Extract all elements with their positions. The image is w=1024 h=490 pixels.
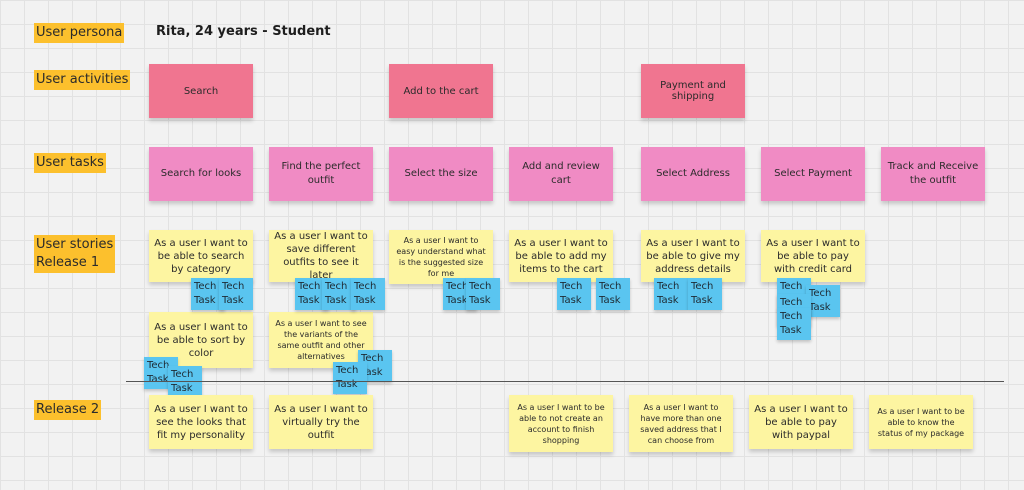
release-divider-line [126, 381, 1004, 382]
label-user-activities: User activities [34, 70, 131, 90]
label-user-tasks: User tasks [34, 153, 106, 173]
task-sticky[interactable]: Find the perfect outfit [269, 147, 373, 201]
task-sticky[interactable]: Search for looks [149, 147, 253, 201]
tech-task-sticky[interactable]: Tech Task [333, 362, 367, 394]
tech-task-sticky[interactable]: Tech Task [777, 308, 811, 340]
tech-task-sticky[interactable]: Tech Task [688, 278, 722, 310]
task-sticky[interactable]: Track and Receive the outfit [881, 147, 985, 201]
task-sticky[interactable]: Select the size [389, 147, 493, 201]
tech-task-sticky[interactable]: Tech Task [322, 278, 356, 310]
story-sticky[interactable]: As a user I want to virtually try the ou… [269, 395, 373, 449]
label-user-stories-release-1: User stories Release 1 [34, 235, 116, 273]
story-sticky[interactable]: As a user I want to be able to search by… [149, 230, 253, 282]
task-sticky[interactable]: Add and review cart [509, 147, 613, 201]
story-sticky[interactable]: As a user I want to be able to give my a… [641, 230, 745, 282]
story-sticky[interactable]: As a user I want to be able to know the … [869, 395, 973, 449]
tech-task-sticky[interactable]: Tech Task [596, 278, 630, 310]
story-sticky[interactable]: As a user I want to be able to pay with … [749, 395, 853, 449]
tech-task-sticky[interactable]: Tech Task [219, 278, 253, 310]
activity-sticky[interactable]: Add to the cart [389, 64, 493, 118]
story-sticky[interactable]: As a user I want to be able to pay with … [761, 230, 865, 282]
activity-sticky[interactable]: Payment and shipping [641, 64, 745, 118]
task-sticky[interactable]: Select Address [641, 147, 745, 201]
activity-sticky[interactable]: Search [149, 64, 253, 118]
tech-task-sticky[interactable]: Tech Task [351, 278, 385, 310]
tech-task-sticky[interactable]: Tech Task [466, 278, 500, 310]
task-sticky[interactable]: Select Payment [761, 147, 865, 201]
tech-task-sticky[interactable]: Tech Task [557, 278, 591, 310]
label-user-persona: User persona [34, 23, 125, 43]
label-release-2: Release 2 [34, 400, 102, 420]
story-sticky[interactable]: As a user I want to easy understand what… [389, 230, 493, 284]
story-sticky[interactable]: As a user I want to see the variants of … [269, 312, 373, 368]
story-sticky[interactable]: As a user I want to see the looks that f… [149, 395, 253, 449]
tech-task-sticky[interactable]: Tech Task [654, 278, 688, 310]
story-sticky[interactable]: As a user I want to be able to add my it… [509, 230, 613, 282]
story-sticky[interactable]: As a user I want to be able to not creat… [509, 395, 613, 452]
tech-task-sticky[interactable]: Tech Task [168, 366, 202, 398]
story-sticky[interactable]: As a user I want to save different outfi… [269, 230, 373, 282]
story-sticky[interactable]: As a user I want to have more than one s… [629, 395, 733, 452]
persona-value: Rita, 24 years - Student [156, 24, 331, 39]
tech-task-sticky[interactable]: Tech Task [806, 285, 840, 317]
